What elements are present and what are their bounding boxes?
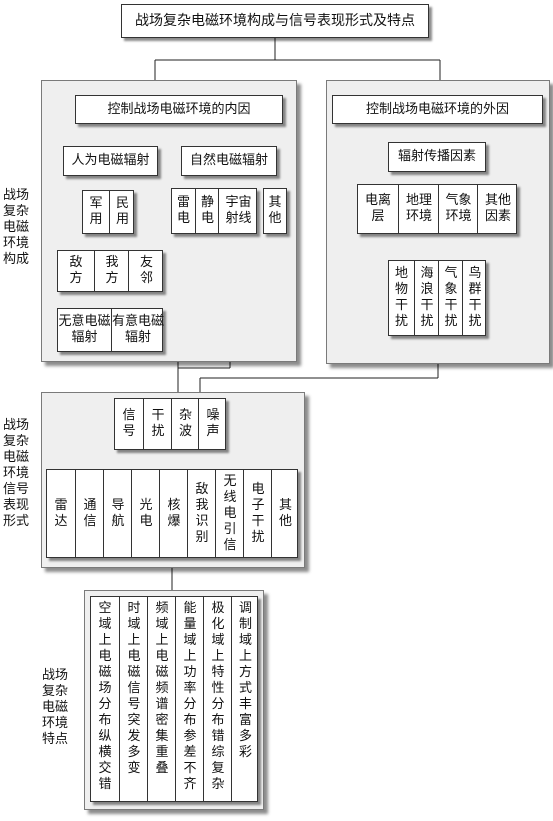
factor-weather: 气象环境	[445, 193, 472, 224]
use-military: 军用	[89, 196, 103, 227]
feature-polarization: 极化域上特性分布错综复杂	[211, 601, 225, 792]
natural-other: 其他	[268, 195, 282, 226]
parties-group: 敌方 我方 友邻	[57, 250, 163, 292]
side-label-features: 战场复杂电磁环境特点	[42, 668, 69, 747]
feature-modulation: 调制域上方式丰富多彩	[238, 601, 252, 760]
factor-ionosphere: 电离层	[364, 193, 391, 224]
source-electronic-jamming: 电子干扰	[251, 481, 265, 545]
party-own: 我方	[105, 255, 119, 286]
interference-sea: 海浪干扰	[420, 266, 434, 329]
source-radar: 雷达	[54, 497, 68, 529]
party-enemy: 敌方	[69, 255, 83, 286]
source-navigation: 导航	[111, 497, 125, 529]
side-label-signal-forms: 战场复杂电磁环境信号表现形式	[3, 418, 30, 529]
interference-ground: 地物干扰	[394, 266, 408, 329]
source-other: 其他	[278, 497, 292, 529]
source-nuclear: 核爆	[167, 497, 181, 529]
natural-static: 静电	[200, 195, 214, 226]
natural-lightning: 雷电	[176, 195, 190, 226]
source-radio-fuze: 无线电引信	[223, 473, 237, 553]
factor-geography: 地理环境	[405, 193, 432, 224]
feature-frequency: 频域上电磁频谱密集重叠	[155, 601, 169, 776]
external-causes-header: 控制战场电磁环境的外因	[332, 95, 543, 124]
natural-cosmic-ray: 宇宙射线	[225, 195, 252, 226]
features-group: 空域上电磁场分布纵横交错 时域上电磁信号突发多变 频域上电磁频谱密集重叠 能量域…	[90, 596, 258, 802]
natural-other-box: 其他	[263, 188, 287, 234]
signal-type-jamming: 干扰	[151, 408, 165, 439]
source-iff: 敌我识别	[195, 481, 209, 545]
use-civil: 民用	[115, 196, 129, 227]
feature-energy: 能量域上功率分布参差不齐	[183, 601, 197, 792]
use-group: 军用 民用	[82, 190, 134, 234]
natural-radiation-box: 自然电磁辐射	[181, 146, 277, 176]
signal-types-group: 信号 干扰 杂波 噪声	[114, 398, 226, 450]
intent-unintentional: 无意电磁辐射	[58, 314, 111, 345]
interference-birds: 鸟群干扰	[468, 266, 482, 329]
feature-spatial: 空域上电磁场分布纵横交错	[98, 601, 112, 792]
natural-types-group: 雷电 静电 宇宙射线	[171, 188, 257, 234]
external-factors-group: 电离层 地理环境 气象环境 其他因素	[357, 184, 517, 234]
source-electro-optical: 光电	[139, 497, 153, 529]
side-label-composition: 战场复杂电磁环境构成	[3, 188, 30, 267]
human-radiation-box: 人为电磁辐射	[63, 146, 158, 176]
external-interference-group: 地物干扰 海浪干扰 气象干扰 鸟群干扰	[388, 260, 486, 336]
propagation-factor-box: 辐射传播因素	[388, 142, 486, 172]
intent-group: 无意电磁辐射 有意电磁辐射	[57, 308, 165, 352]
internal-causes-header: 控制战场电磁环境的内因	[75, 95, 283, 124]
signal-type-noise: 噪声	[206, 408, 220, 439]
feature-time: 时域上电磁信号突发多变	[127, 601, 141, 776]
source-communication: 通信	[83, 497, 97, 529]
intent-intentional: 有意电磁辐射	[112, 314, 165, 345]
signal-type-clutter: 杂波	[178, 408, 192, 439]
signal-sources-group: 雷达 通信 导航 光电 核爆 敌我识别 无线电引信 电子干扰 其他	[46, 469, 298, 558]
factor-other: 其他因素	[484, 193, 511, 224]
party-friendly: 友邻	[139, 255, 153, 286]
interference-weather: 气象干扰	[444, 266, 458, 329]
signal-type-signal: 信号	[122, 408, 136, 439]
diagram-title: 战场复杂电磁环境构成与信号表现形式及特点	[121, 4, 429, 38]
